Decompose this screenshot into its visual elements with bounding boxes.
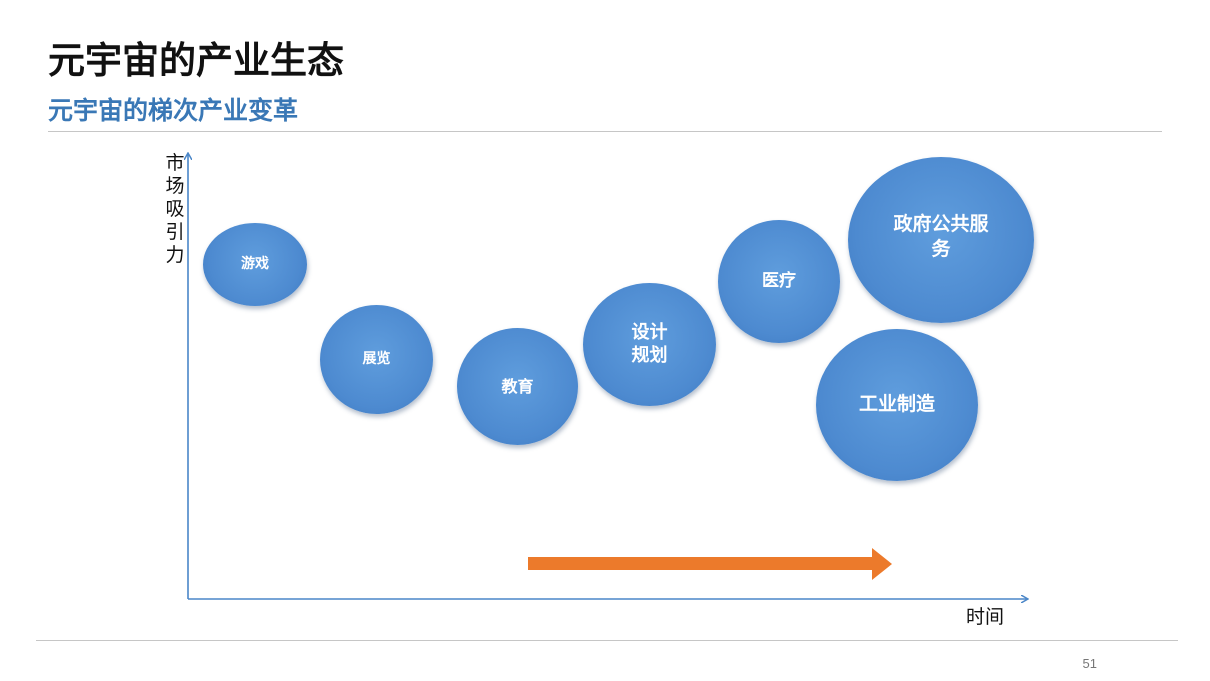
bubble-label: 工业制造	[858, 393, 935, 416]
bubble-government-services: 政府公共服 务	[848, 157, 1034, 323]
bubble-label: 游戏	[241, 255, 269, 272]
header-divider	[48, 131, 1162, 132]
bubble-label: 教育	[501, 376, 534, 396]
x-axis-label: 时间	[966, 606, 1005, 628]
bubble-label: 政府公共服 务	[893, 213, 989, 260]
page-number: 51	[1082, 656, 1097, 671]
bubble-label: 设计 规划	[631, 322, 668, 366]
page-subtitle: 元宇宙的梯次产业变革	[48, 96, 299, 125]
bubble-industrial-manufacturing: 工业制造	[816, 329, 978, 481]
bubble-label: 医疗	[762, 270, 796, 291]
bubble-education: 教育	[457, 328, 578, 445]
y-axis-label: 市场吸引力	[165, 152, 185, 266]
bubble-design-planning: 设计 规划	[583, 283, 716, 406]
bubble-label: 展览	[362, 350, 391, 367]
bubble-gaming: 游戏	[203, 223, 307, 306]
bubble-exhibition: 展览	[320, 305, 433, 414]
time-arrow	[528, 548, 892, 580]
footer-divider	[36, 640, 1178, 641]
page-title: 元宇宙的产业生态	[48, 39, 344, 82]
bubble-medical: 医疗	[718, 220, 840, 343]
